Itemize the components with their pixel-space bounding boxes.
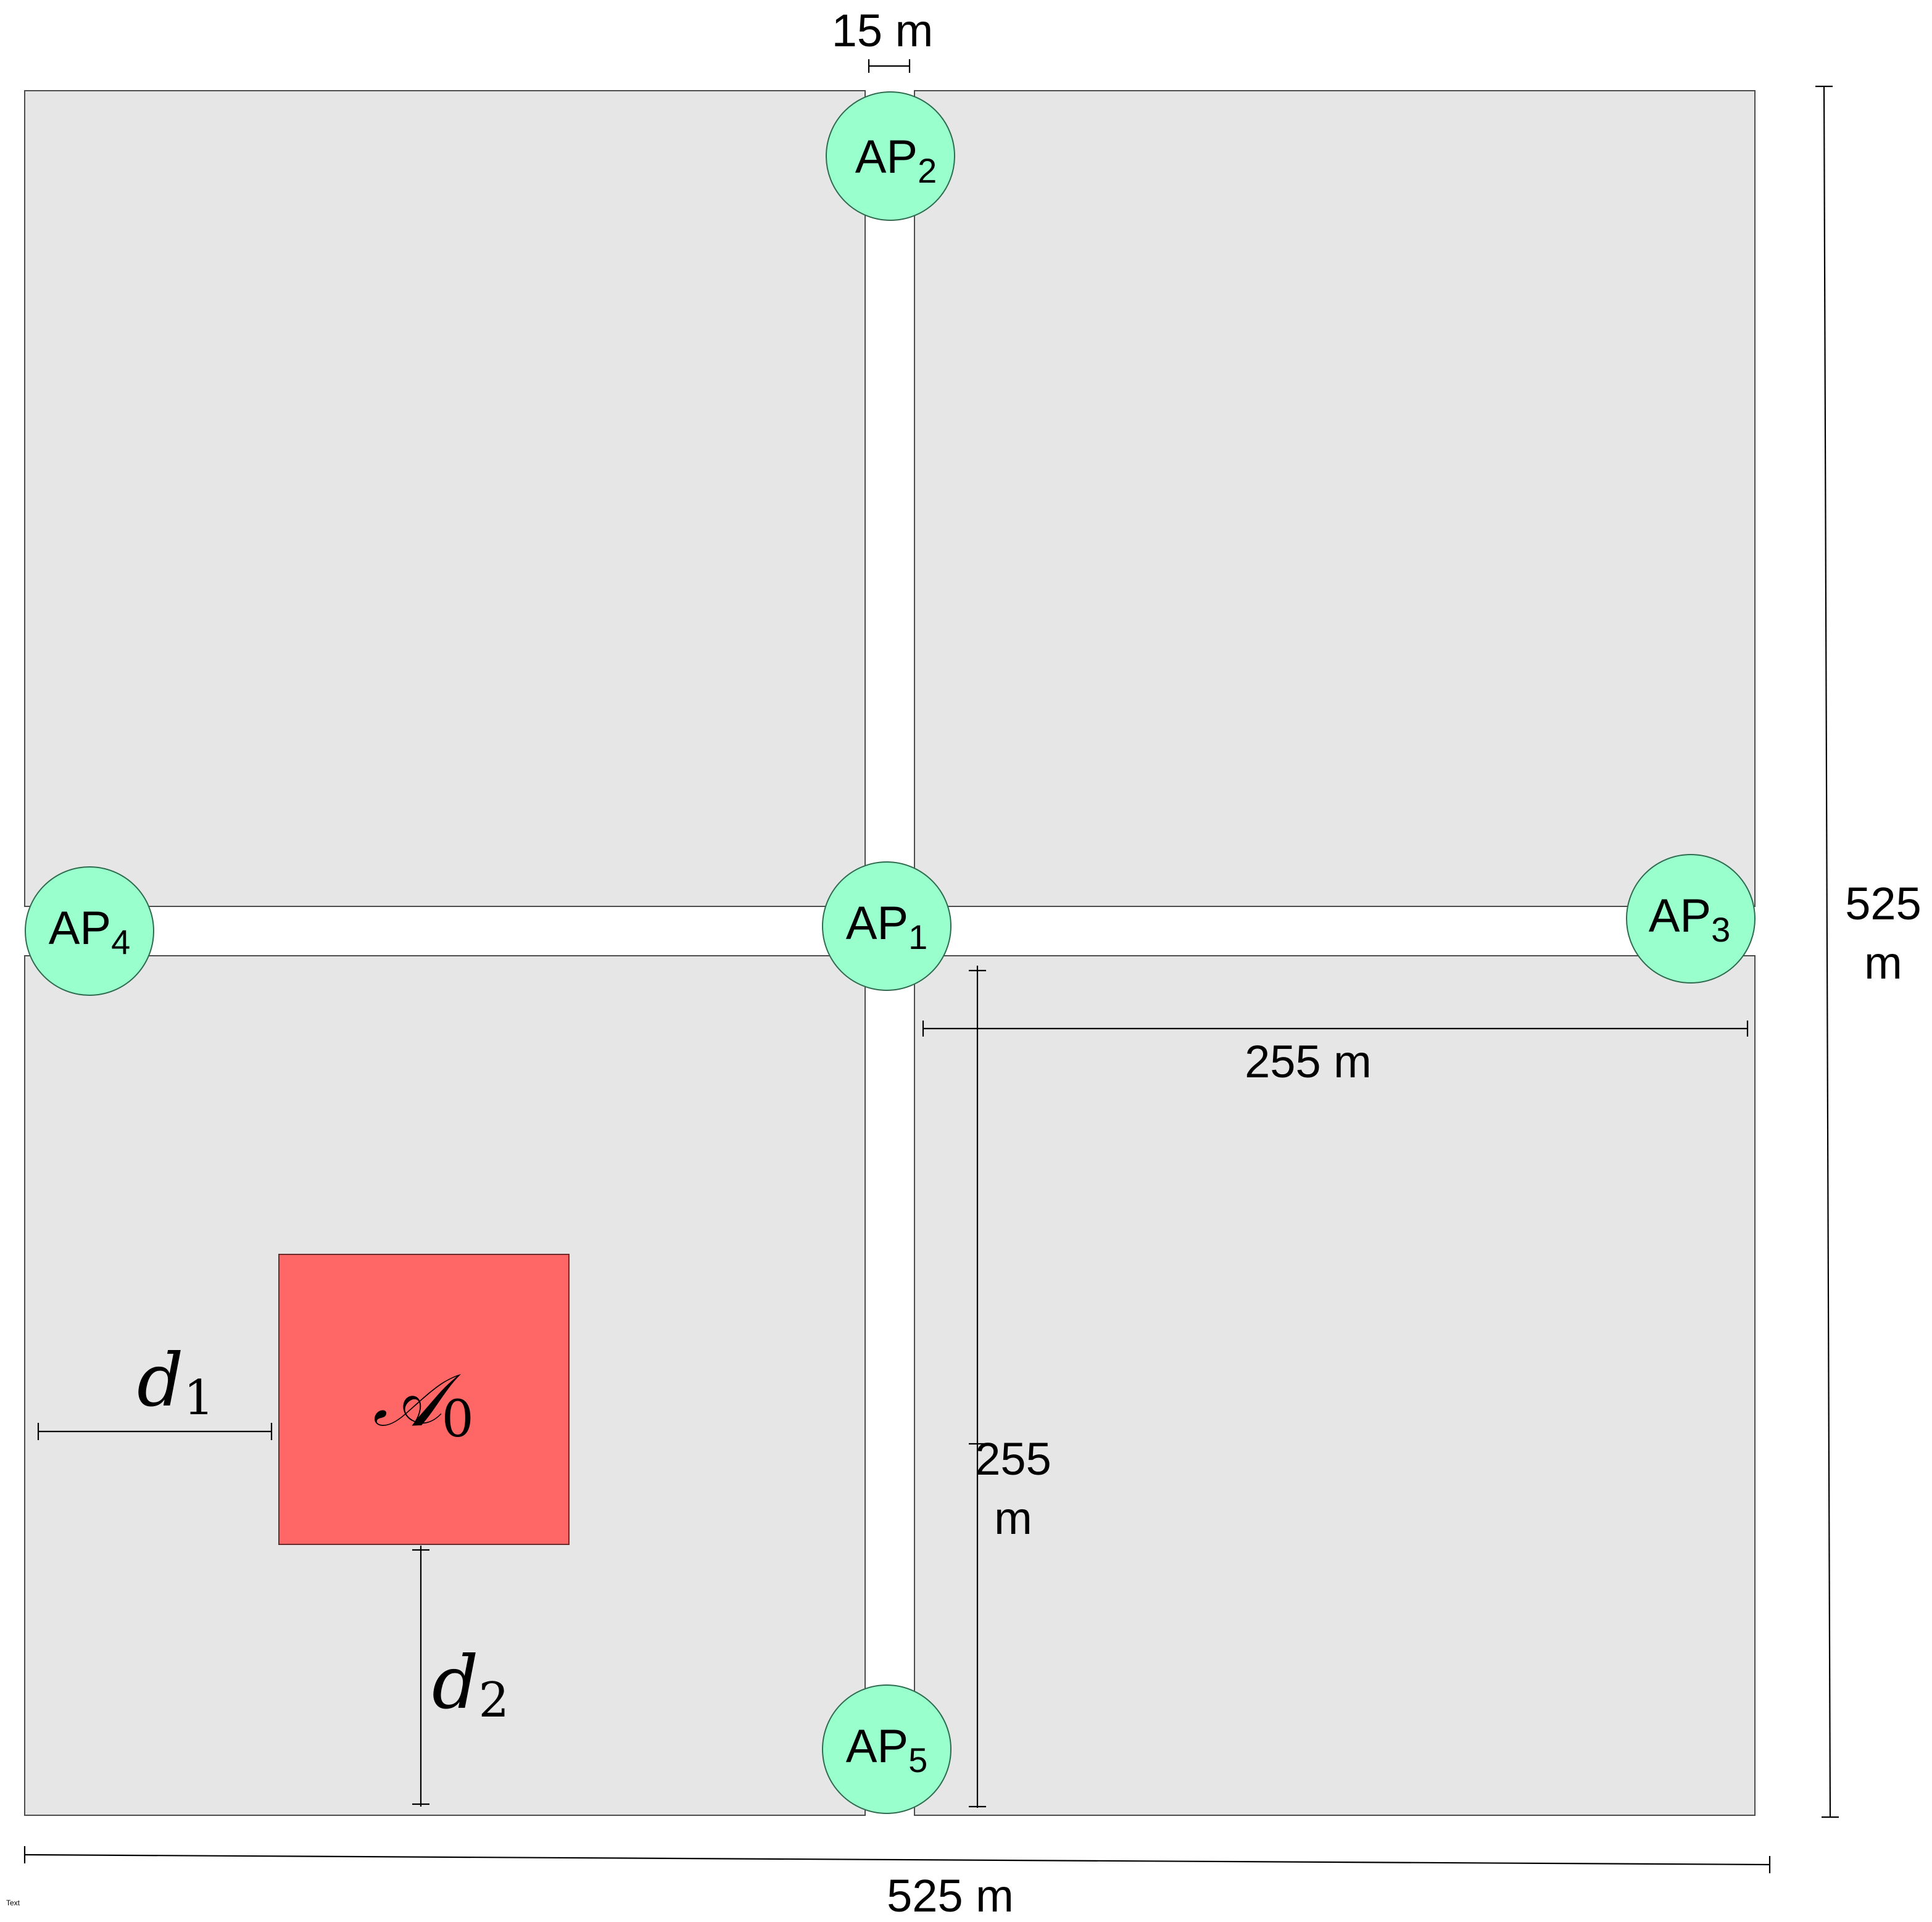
- total-height-value: 525: [1845, 878, 1921, 929]
- footer-text: Text: [6, 1899, 20, 1907]
- ap1-circle: [822, 861, 951, 991]
- total-width-dimension: 525 m: [23, 1846, 1771, 1921]
- block-width-dimension: 255 m: [922, 1021, 1749, 1087]
- block-top-right: [914, 90, 1756, 907]
- offset-d1-label: d1: [137, 1338, 214, 1426]
- ap3-circle: [1626, 854, 1756, 984]
- access-point-ap5: AP5: [822, 1684, 951, 1814]
- offset-d1-dimension: d1: [37, 1338, 273, 1440]
- target-area-label: 𝒜0: [373, 1357, 474, 1449]
- ap4-label: AP4: [49, 902, 131, 961]
- access-point-ap2: AP2: [826, 91, 955, 221]
- ap2-label: AP2: [855, 131, 937, 190]
- block-bottom-right: [914, 955, 1756, 1816]
- access-point-ap1: AP1: [822, 861, 951, 991]
- road-width-dimension: 15 m: [832, 5, 934, 73]
- block-height-value: 255: [975, 1433, 1051, 1485]
- block-height-unit: m: [994, 1493, 1032, 1544]
- offset-d2-label: d2: [432, 1640, 509, 1728]
- total-height-dimension: 525 m: [1815, 85, 1922, 1818]
- target-area-a0: [278, 1254, 570, 1545]
- access-point-ap3: AP3: [1626, 854, 1756, 984]
- road-width-label: 15 m: [832, 5, 934, 56]
- ap1-label: AP1: [846, 897, 928, 956]
- total-height-unit: m: [1864, 937, 1902, 988]
- ap5-circle: [822, 1684, 951, 1814]
- ap5-label: AP5: [846, 1720, 928, 1779]
- block-height-dimension: 255 m: [969, 966, 1051, 1808]
- access-point-ap4: AP4: [25, 866, 154, 996]
- offset-d2-dimension: d2: [412, 1546, 509, 1807]
- ap4-circle: [25, 866, 154, 996]
- total-width-label: 525 m: [887, 1870, 1014, 1921]
- block-width-label: 255 m: [1245, 1036, 1372, 1087]
- ap2-circle: [826, 91, 955, 221]
- block-top-left: [24, 90, 866, 907]
- ap3-label: AP3: [1649, 890, 1731, 949]
